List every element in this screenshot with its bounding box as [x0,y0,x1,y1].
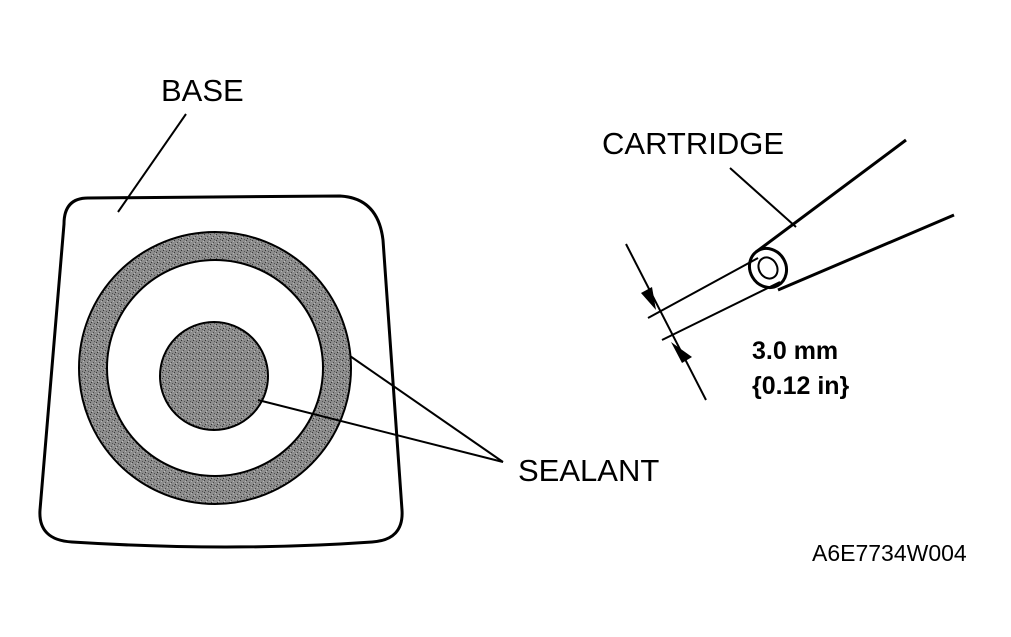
sealant-label: SEALANT [518,453,659,488]
cartridge-body-lower-edge [777,213,955,292]
sealant-ring-outer-edge [78,231,352,505]
cartridge-body-upper-edge [755,138,907,254]
sealant-center-dot [159,321,269,431]
base-label: BASE [161,73,244,108]
dimension-arrow-upper [641,287,656,310]
cartridge-leader-line [729,167,797,228]
dimension-extension-line-lower [661,281,781,341]
dimension-arrow-lower [671,342,692,363]
sealant-leader-line-center [257,399,504,463]
dimension-metric-label: 3.0 mm [752,337,838,365]
dimension-extension-line-upper [647,257,759,319]
dimension-imperial-label: {0.12 in} [752,372,850,400]
sealant-ring [79,232,351,504]
dimension-line [625,243,707,401]
sealant-leader-line-ring [349,355,504,463]
base-plate-outline [38,194,404,549]
sealant-ring-inner-edge [106,259,324,477]
base-leader-line [117,113,187,213]
cartridge-label: CARTRIDGE [602,126,784,161]
figure-code-label: A6E7734W004 [812,540,967,566]
cartridge-nozzle-tip-inner [757,256,779,280]
